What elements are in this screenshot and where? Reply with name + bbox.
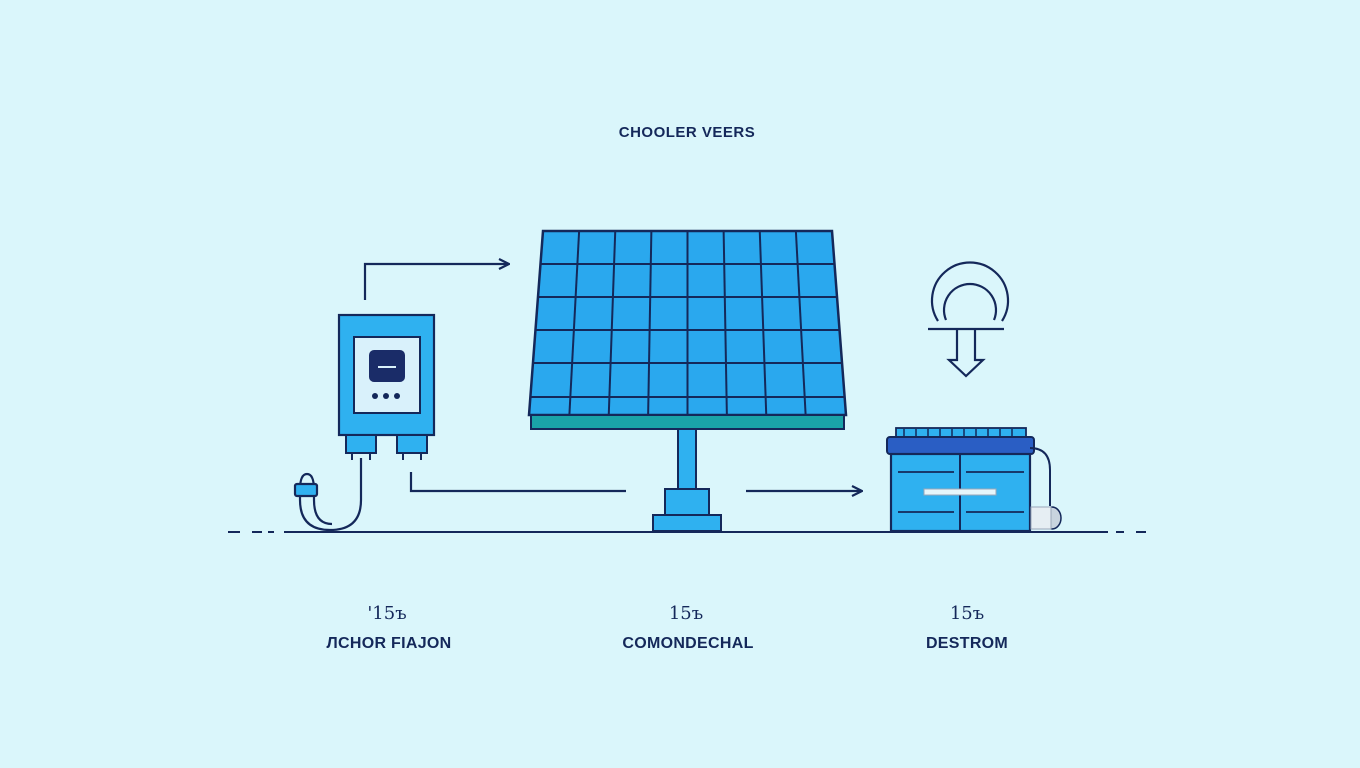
power-download-icon — [928, 261, 1010, 378]
cable-plug-icon — [293, 458, 363, 532]
solar-panel-icon — [527, 229, 848, 532]
battery-icon — [886, 427, 1062, 533]
battery-label: DESTROM — [925, 635, 1009, 652]
arrow-inverter-to-panel — [363, 264, 508, 300]
inverter-value: '15ъ — [367, 603, 407, 624]
solar-panel-label: COMONDECHAL — [622, 635, 754, 652]
battery-value: 15ъ — [949, 603, 985, 624]
solar-panel-value: 15ъ — [668, 603, 704, 624]
diagram-title: CHOOLER VEERS — [618, 124, 756, 141]
inverter-label: ЛCHOR FIAJON — [326, 635, 452, 652]
inverter-icon — [337, 313, 436, 460]
connector-inverter-to-panel-base — [409, 472, 626, 493]
